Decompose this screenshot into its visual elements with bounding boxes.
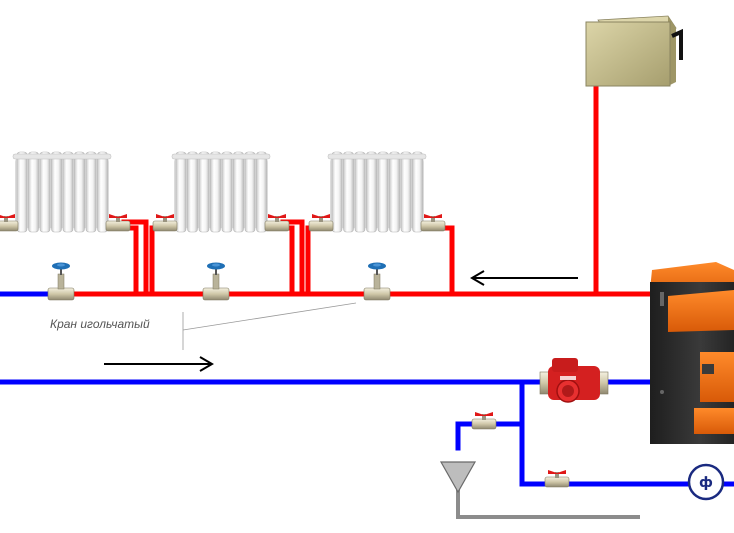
radiator-2-left-valve[interactable] xyxy=(152,213,178,232)
return-piping xyxy=(0,291,734,487)
needle-valve-1[interactable] xyxy=(47,262,75,301)
radiator-1-return-pipe xyxy=(121,219,149,297)
radiator-1-supply-pipe xyxy=(117,225,139,297)
radiator-1 xyxy=(12,151,112,233)
callout-leader-line xyxy=(182,302,357,331)
drain-branch-pipe xyxy=(455,421,525,451)
circulation-pump-icon[interactable] xyxy=(539,358,609,403)
needle-valve-2[interactable] xyxy=(202,262,230,301)
needle-valve-label: Кран игольчатый xyxy=(50,317,150,331)
bypass-ball-valve[interactable] xyxy=(544,469,570,488)
needle-valve-callout: Кран игольчатый xyxy=(50,302,357,350)
radiator-1-right-valve[interactable] xyxy=(105,213,131,232)
drain-piping xyxy=(456,490,640,519)
drain-funnel-icon xyxy=(439,461,477,494)
radiator-3 xyxy=(327,151,427,233)
supply-flow-arrow-icon xyxy=(470,270,578,286)
bypass-pipe xyxy=(519,379,693,487)
radiator-3-left-valve[interactable] xyxy=(308,213,334,232)
drain-ball-valve[interactable] xyxy=(471,411,497,430)
flow-arrow-icon xyxy=(104,270,578,372)
radiator-2-right-valve[interactable] xyxy=(264,213,290,232)
expansion-tank-icon xyxy=(585,15,683,87)
radiator-2-return-pipe xyxy=(273,225,295,297)
radiator-2-return-pipe-b xyxy=(280,219,305,297)
filter-icon: ф xyxy=(687,463,725,501)
needle-valve-3[interactable] xyxy=(363,262,391,301)
drain-pipe xyxy=(456,490,640,519)
radiator-2 xyxy=(171,151,271,233)
return-flow-arrow-icon xyxy=(104,356,214,372)
radiator-3-return-pipe xyxy=(429,225,455,297)
boiler-icon xyxy=(650,262,734,444)
radiator-3-right-valve[interactable] xyxy=(420,213,446,232)
filter-symbol-label: ф xyxy=(699,475,713,491)
